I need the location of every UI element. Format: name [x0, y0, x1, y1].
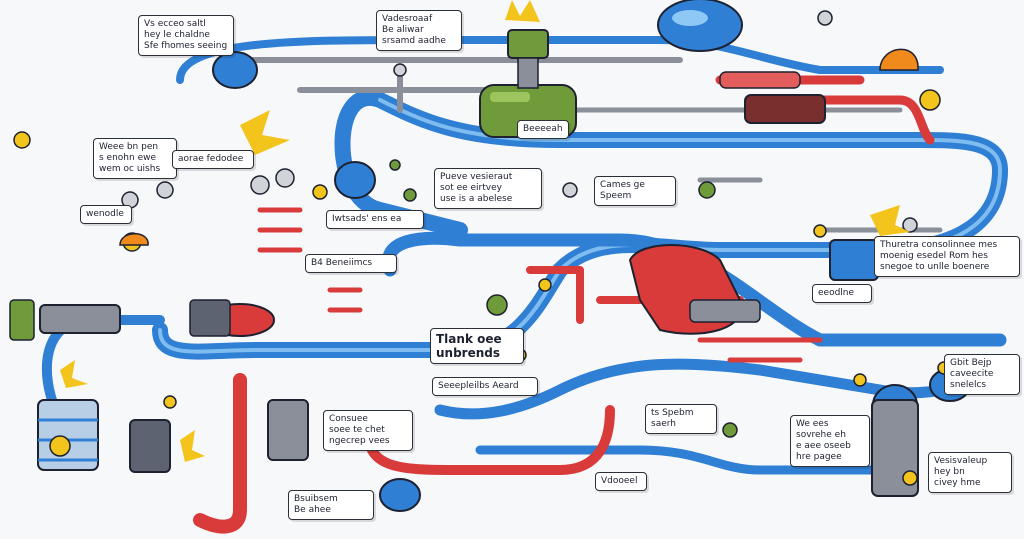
spark-bottom [180, 430, 205, 462]
annotation-box-21: Beeeeah [517, 120, 569, 139]
annotation-box-13: Seeepleilbs Aeard [432, 377, 538, 396]
red-pipe-left [257, 207, 363, 313]
annotation-box-8: Iwtsads' ens ea [326, 210, 424, 229]
annotation-box-12: Tlank oee unbrends [430, 328, 524, 364]
machine-grey-left [9, 299, 121, 341]
bottom-blue-pipe-2 [475, 445, 905, 475]
red-pipe-vertical-left [193, 373, 247, 534]
red-pipe-lower-loop [363, 405, 615, 475]
spark-right [870, 205, 910, 236]
annotation-box-5: Pueve vesieraut sot ee eirtvey use is a … [434, 168, 542, 209]
blue-tank-top-right [657, 0, 743, 52]
annotation-box-10: Thuretra consolinnee mes moenig esedel R… [874, 236, 1020, 277]
red-pump-center [628, 244, 761, 335]
annotation-box-6: Cames ge Speem [594, 176, 676, 206]
annotation-box-20: Vdooeel [595, 472, 647, 491]
blue-tank-top-left [212, 51, 258, 89]
annotation-box-14: Consuee soee te chet ngecrep vees [323, 410, 413, 451]
annotation-box-7: wenodle [80, 205, 132, 224]
red-pump-left [189, 299, 275, 337]
annotation-box-3: Weee bn pen s enohn ewe wem oc uishs [93, 138, 177, 179]
annotation-box-2: Vadesroaaf Be aliwar srsamd aadhe [376, 10, 462, 51]
red-compressor-top-right [719, 71, 826, 124]
annotation-box-19: Bsuibsem Be ahee [288, 490, 374, 520]
red-pipe-right-mid [697, 337, 823, 363]
annotation-box-15: ts Spebm saerh [645, 404, 717, 434]
lower-blue-pipe [382, 231, 1007, 347]
spark-left [240, 110, 290, 155]
annotation-box-11: eeodlne [812, 284, 872, 303]
annotation-box-4: aorae fedodee [172, 150, 254, 169]
machine-grey-center-left [129, 399, 309, 473]
top-grey-pipe [237, 57, 683, 113]
annotation-box-9: B4 Beneiimcs [305, 254, 397, 273]
machine-blue-cage-left [37, 399, 99, 471]
annotation-box-16: Gbit Bejp caveecite snelelcs [944, 354, 1020, 395]
annotation-box-1: Vs ecceo saltl hey le chaldne Sfe fhomes… [138, 15, 234, 56]
annotation-box-17: We ees sovrehe eh e aee oseeb hre pagee [790, 415, 870, 467]
spark-left-low [60, 360, 88, 388]
flame-top [505, 0, 540, 22]
annotation-box-18: Vesisvaleup hey bn civey hme [928, 452, 1012, 493]
blue-sphere-mid [334, 161, 376, 199]
blue-sphere-bottom [379, 478, 421, 512]
